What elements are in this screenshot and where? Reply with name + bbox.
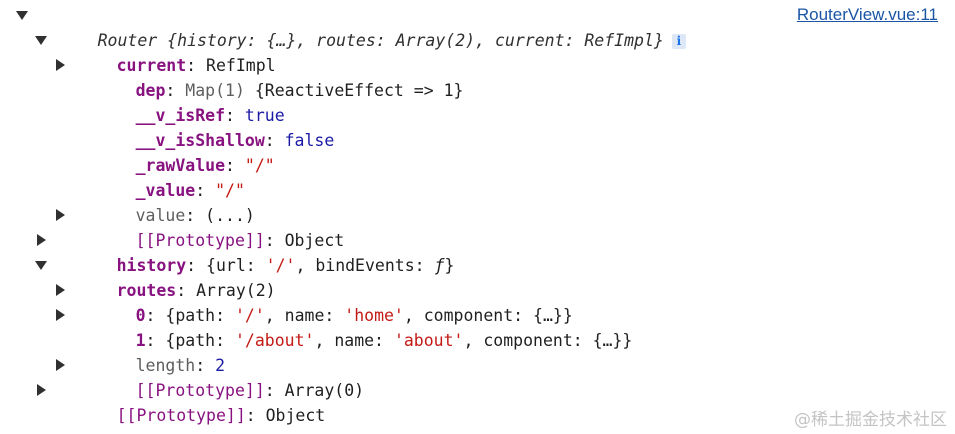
expand-toggle-right-icon[interactable]: [56, 59, 65, 71]
property-key: _rawValue: [135, 156, 226, 175]
property-value: Array(0): [284, 381, 365, 400]
info-icon[interactable]: i: [671, 34, 686, 49]
property-value: Object: [265, 406, 326, 425]
source-file-link[interactable]: RouterView.vue:11: [796, 5, 938, 24]
tree-row-routes-prototype[interactable]: [[Prototype]]: Array(0): [0, 353, 364, 400]
property-key: __v_isRef: [135, 106, 226, 125]
invoke-getter[interactable]: (...): [205, 206, 255, 225]
watermark-text: @稀土掘金技术社区: [794, 410, 947, 430]
tree-row-root-prototype[interactable]: [[Prototype]]: Object: [0, 378, 325, 425]
property-key: __v_isShallow: [135, 131, 265, 150]
tree-row-current-prototype[interactable]: [[Prototype]]: Object: [0, 203, 344, 250]
expand-toggle-right-icon[interactable]: [56, 209, 65, 221]
expand-toggle-right-icon[interactable]: [37, 384, 46, 396]
expand-toggle-right-icon[interactable]: [37, 234, 46, 246]
property-value: {ReactiveEffect => 1}: [254, 81, 464, 100]
history-url: '/': [265, 256, 296, 275]
tree-row-is-shallow: __v_isShallow: false: [135, 131, 335, 150]
tree-row-value-getter[interactable]: value: (...): [135, 206, 255, 225]
object-summary: Router {history: {…}, routes: Array(2), …: [97, 31, 664, 50]
property-key: _value: [135, 181, 196, 200]
expand-toggle-right-icon[interactable]: [56, 359, 65, 371]
tree-row-is-ref: __v_isRef: true: [135, 106, 285, 125]
expand-toggle-down-icon[interactable]: [16, 11, 28, 20]
tree-row-history[interactable]: history: {url: '/', bindEvents: ƒ}: [0, 228, 454, 275]
expand-toggle-right-icon[interactable]: [56, 284, 65, 296]
property-value: 2: [215, 356, 226, 375]
expand-toggle-right-icon[interactable]: [56, 309, 65, 321]
property-key: [[Prototype]]: [135, 381, 265, 400]
route-name: 'about': [393, 331, 464, 350]
tree-row-route-0[interactable]: 0: {path: '/', name: 'home', component: …: [0, 278, 573, 325]
property-type: Map(1): [185, 81, 245, 100]
tree-row-root[interactable]: Router {history: {…}, routes: Array(2), …: [0, 3, 686, 50]
tree-row-length: length: 2: [135, 356, 226, 375]
function-icon: ƒ: [434, 256, 445, 275]
array-index: 1: [135, 331, 146, 350]
property-key: length: [135, 356, 196, 375]
tree-row-raw-value: _rawValue: "/": [135, 156, 275, 175]
array-index: 0: [135, 306, 146, 325]
property-key: current: [116, 56, 187, 75]
route-name: 'home': [344, 306, 404, 325]
property-value: Array(2): [196, 281, 276, 300]
tree-row-dep[interactable]: dep: Map(1) {ReactiveEffect => 1}: [0, 53, 463, 100]
tree-row-route-1[interactable]: 1: {path: '/about', name: 'about', compo…: [0, 303, 632, 350]
property-value: true: [244, 106, 285, 125]
property-key: dep: [135, 81, 166, 100]
route-path: '/': [234, 306, 265, 325]
property-key: value: [135, 206, 186, 225]
property-value: "/": [215, 181, 245, 200]
expand-toggle-down-icon[interactable]: [35, 261, 47, 270]
property-key: routes: [116, 281, 177, 300]
property-value: false: [284, 131, 335, 150]
tree-row-current[interactable]: current: RefImpl: [0, 28, 276, 75]
property-key: [[Prototype]]: [116, 406, 246, 425]
tree-row-value-internal: _value: "/": [135, 181, 245, 200]
route-path: '/about': [234, 331, 315, 350]
property-value: RefImpl: [206, 56, 276, 75]
property-key: history: [116, 256, 187, 275]
expand-toggle-down-icon[interactable]: [35, 36, 47, 45]
property-value: Object: [284, 231, 345, 250]
property-value: "/": [244, 156, 275, 175]
tree-row-routes[interactable]: routes: Array(2): [0, 253, 276, 300]
property-key: [[Prototype]]: [135, 231, 265, 250]
